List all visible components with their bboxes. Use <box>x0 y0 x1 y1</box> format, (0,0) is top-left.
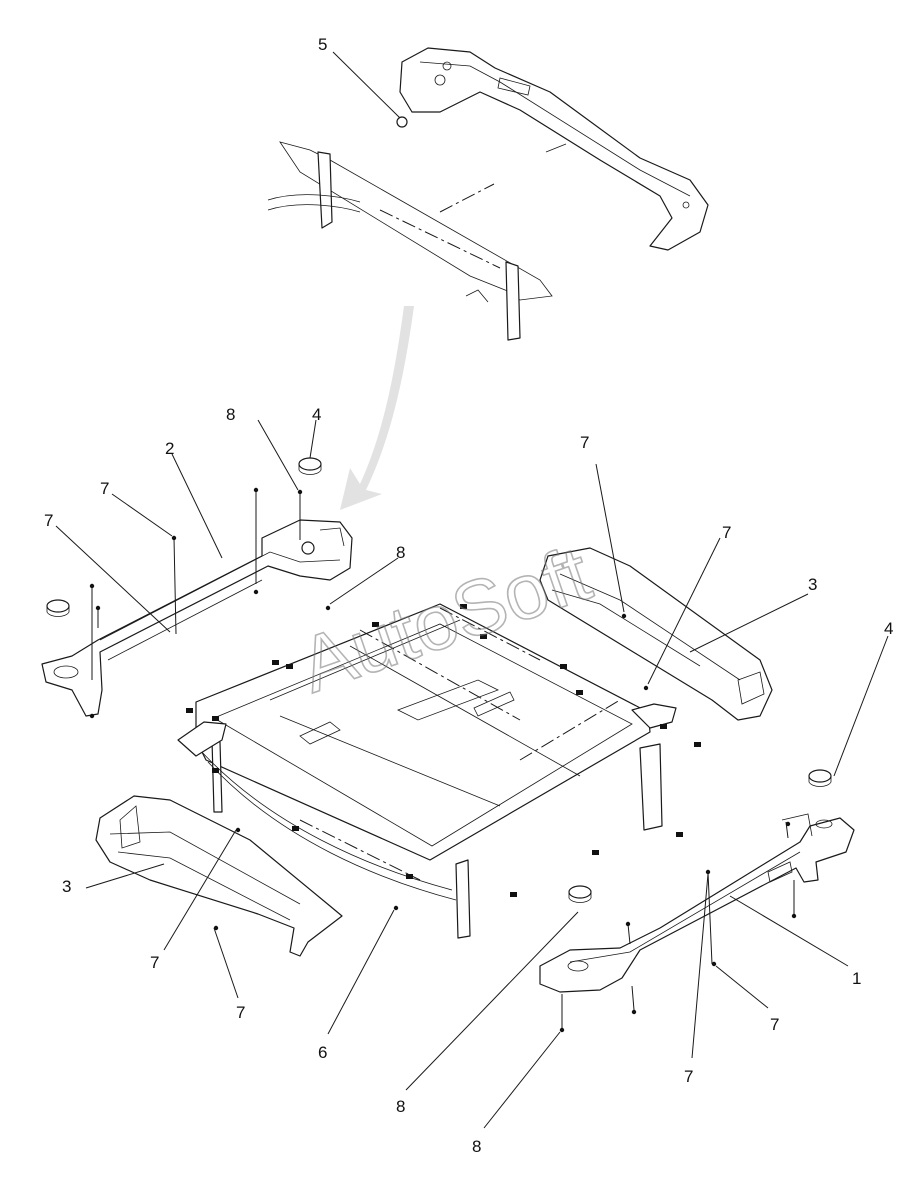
callout-label: 7 <box>684 1067 693 1086</box>
screws <box>89 487 797 1033</box>
top-roof-rail-assembly <box>267 47 709 341</box>
callout-label: 6 <box>318 1043 327 1062</box>
callout-labels: 5 8 4 2 7 7 8 7 7 3 4 3 7 7 6 8 8 7 7 1 <box>44 35 893 1156</box>
left-roof-rail <box>41 519 353 717</box>
assembly-arrow <box>340 306 414 510</box>
callout-label: 7 <box>722 523 731 542</box>
callout-label: 1 <box>852 969 861 988</box>
callout-label: 7 <box>236 1003 245 1022</box>
floor-frame <box>177 603 677 939</box>
callout-label: 8 <box>396 1097 405 1116</box>
callout-label: 7 <box>44 511 53 530</box>
callout-label: 8 <box>472 1137 481 1156</box>
cap-plugs <box>46 457 832 903</box>
right-rear-cover <box>539 547 773 721</box>
callout-label: 3 <box>808 575 817 594</box>
callout-label: 8 <box>226 405 235 424</box>
leader-lines <box>55 51 889 1129</box>
callout-label: 7 <box>100 479 109 498</box>
callout-label: 7 <box>770 1015 779 1034</box>
callout-label: 5 <box>318 35 327 54</box>
callout-label: 4 <box>884 619 893 638</box>
callout-label: 8 <box>396 543 405 562</box>
callout-label: 7 <box>580 433 589 452</box>
callout-label: 2 <box>165 439 174 458</box>
callout-label: 7 <box>150 953 159 972</box>
front-cover <box>95 795 343 957</box>
callout-label: 4 <box>312 405 321 424</box>
callout-label: 3 <box>62 877 71 896</box>
right-roof-rail <box>539 813 855 993</box>
